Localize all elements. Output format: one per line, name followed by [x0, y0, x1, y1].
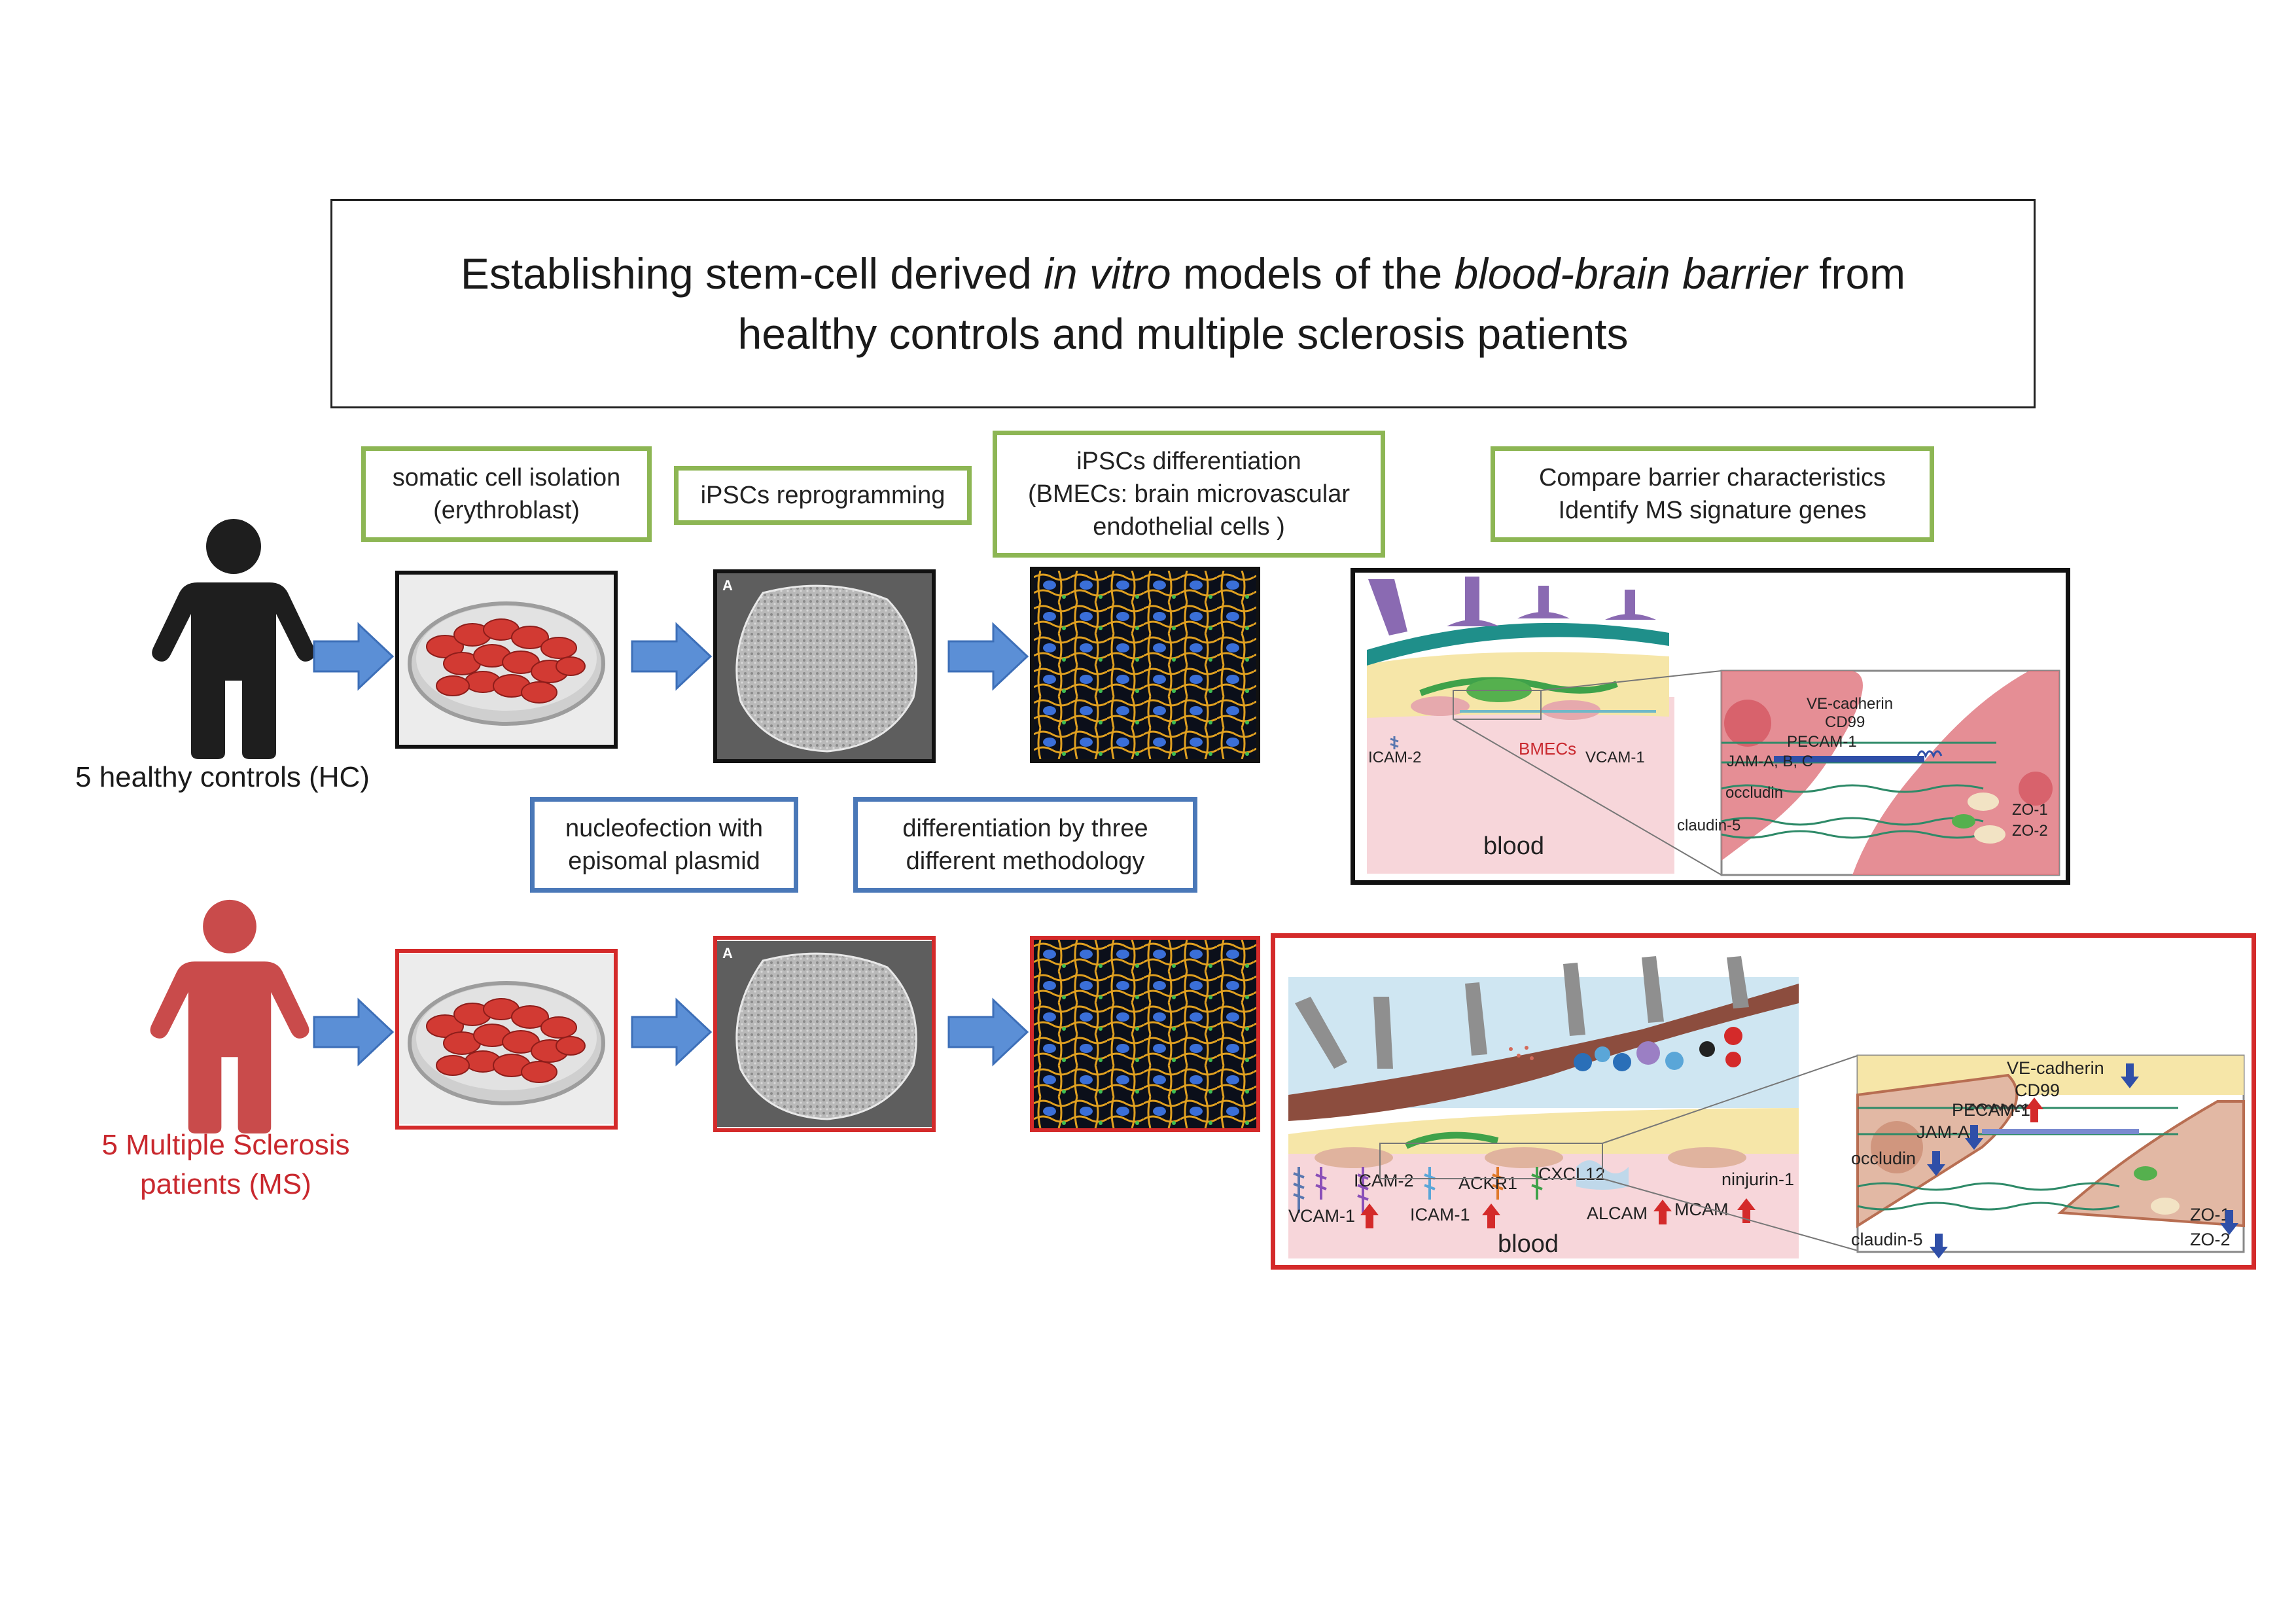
- hc-blood-label: blood: [1483, 832, 1544, 860]
- healthy-controls-label: 5 healthy controls (HC): [75, 761, 370, 793]
- ms-mcam-up-arrow-icon: [1737, 1198, 1756, 1223]
- hc-bmecs-label: BMECs: [1519, 739, 1576, 758]
- hc-icam2-label: ICAM-2: [1368, 749, 1421, 766]
- hc-zoom-ve-cadherin: VE-cadherin: [1807, 695, 1893, 713]
- ms-claudin5-down-arrow-icon: [1930, 1234, 1948, 1258]
- title-box: Establishing stem-cell derived in vitro …: [330, 199, 2036, 408]
- ms-patients-label: 5 Multiple Sclerosis patients (MS): [101, 1129, 350, 1200]
- flow-arrow-hc-3: [947, 622, 1029, 691]
- ms-zoom-ve-cadherin: VE-cadherin: [2007, 1058, 2104, 1078]
- ms-icam2-label: ICAM-2: [1354, 1171, 1414, 1190]
- panel-letter-ms: A: [722, 945, 733, 961]
- hc-vcam1-label: VCAM-1: [1585, 749, 1645, 766]
- ms-zoom-cd99: CD99: [2015, 1080, 2060, 1100]
- flow-arrow-ms-3: [947, 997, 1029, 1067]
- ms-ve-cadherin-down-arrow-icon: [2121, 1063, 2139, 1088]
- ms-ackr1-label: ACKR1: [1458, 1173, 1517, 1193]
- ms-zoom-jam: JAM-A: [1916, 1122, 1969, 1142]
- flow-arrow-ms-1: [313, 997, 395, 1067]
- ms-alcam-label: ALCAM: [1587, 1204, 1648, 1223]
- ms-cxcl12-label: CXCL12: [1538, 1164, 1605, 1184]
- step-reprogramming-box: iPSCs reprogramming: [674, 466, 972, 525]
- hc-barrier-diagram: ICAM-2 BMECs VCAM-1 blood VE-cadherin CD…: [1351, 568, 2070, 885]
- ms-icam1-up-arrow-icon: [1482, 1204, 1500, 1228]
- healthy-control-person-icon: [152, 519, 315, 759]
- ms-zoom-zo2: ZO-2: [2190, 1230, 2231, 1249]
- erythroblast-dish-image-hc: [395, 571, 618, 749]
- hc-zoom-jam: JAM-A, B, C: [1727, 753, 1813, 770]
- flow-arrow-ms-2: [631, 997, 713, 1067]
- ms-barrier-diagram: ICAM-2 ACKR1 CXCL12 ninjurin-1 VCAM-1 IC…: [1271, 933, 2256, 1270]
- erythroblast-dish-image-ms: [395, 949, 618, 1130]
- step-somatic-box: somatic cell isolation(erythroblast): [361, 446, 652, 542]
- ms-zoom-claudin5: claudin-5: [1851, 1230, 1923, 1249]
- ipsc-colony-image-hc: A: [713, 569, 936, 763]
- ms-vcam1-up-arrow-icon: [1360, 1204, 1379, 1228]
- title-line-2: healthy controls and multiple sclerosis …: [737, 310, 1629, 358]
- step-differentiation-box: iPSCs differentiation(BMECs: brain micro…: [993, 431, 1385, 558]
- hc-zoom-cd99: CD99: [1825, 713, 1865, 731]
- ipsc-colony-image-ms: A: [713, 936, 936, 1132]
- hc-zoom-claudin5: claudin-5: [1677, 817, 1740, 834]
- ms-occludin-down-arrow-icon: [1927, 1151, 1945, 1176]
- ms-zoom-pecam1: PECAM-1: [1952, 1100, 2030, 1120]
- ms-alcam-up-arrow-icon: [1653, 1200, 1672, 1224]
- ms-zo1-down-arrow-icon: [2220, 1210, 2238, 1235]
- ms-icam1-label: ICAM-1: [1410, 1205, 1470, 1224]
- ms-zoom-zo1: ZO-1: [2190, 1205, 2231, 1224]
- panel-letter-hc: A: [722, 577, 733, 594]
- hc-zoom-pecam1: PECAM-1: [1787, 733, 1857, 751]
- ms-patient-person-icon: [150, 899, 309, 1133]
- hc-zoom-occludin: occludin: [1725, 784, 1783, 802]
- ms-blood-label: blood: [1498, 1230, 1559, 1258]
- ms-pecam1-up-arrow-icon: [2025, 1097, 2043, 1122]
- flow-arrow-hc-2: [631, 622, 713, 691]
- ms-mcam-label: MCAM: [1674, 1200, 1729, 1219]
- hc-zoom-zo1: ZO-1: [2012, 801, 2048, 819]
- hc-zoom-zo2: ZO-2: [2012, 822, 2048, 840]
- ms-jam-down-arrow-icon: [1965, 1125, 1983, 1150]
- ms-zoom-occludin: occludin: [1851, 1149, 1916, 1168]
- ms-vcam1-label: VCAM-1: [1288, 1206, 1355, 1226]
- bmec-fluorescence-image-hc: [1030, 567, 1260, 763]
- title-line-1: Establishing stem-cell derived in vitro …: [460, 249, 1906, 298]
- bmec-fluorescence-image-ms: [1030, 936, 1260, 1132]
- ms-ninjurin-label: ninjurin-1: [1722, 1169, 1794, 1189]
- flow-arrow-hc-1: [313, 622, 395, 691]
